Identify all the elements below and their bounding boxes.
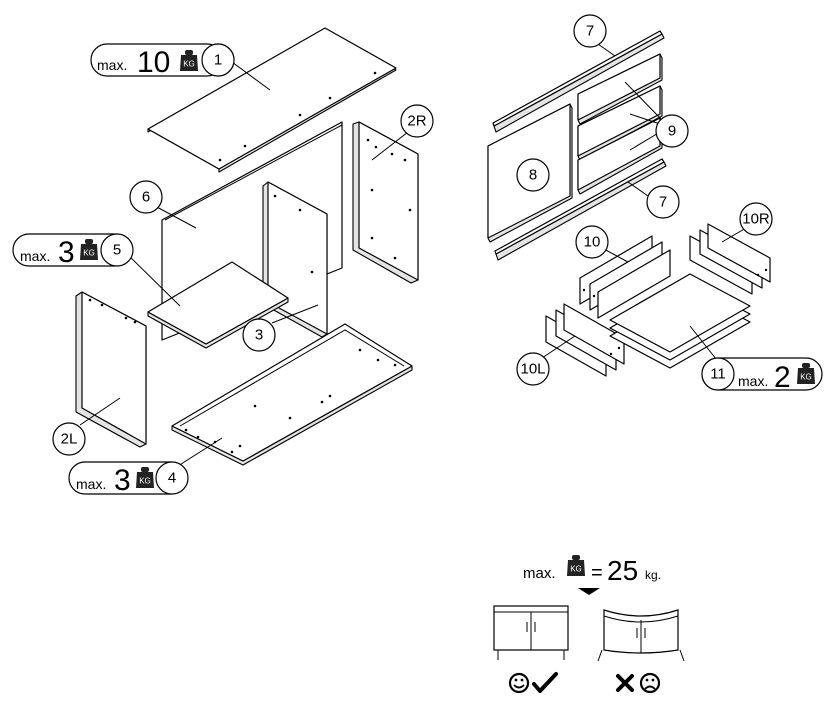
weight-icon: KG (567, 555, 585, 576)
top-panel-part-1 (147, 27, 397, 173)
svg-text:=: = (591, 562, 603, 584)
callout-part-10: 10 (575, 225, 609, 259)
cross-mark-icon (616, 674, 634, 692)
callout-part-8: 8 (516, 158, 550, 192)
smiley-face-icon (508, 672, 530, 694)
cabinet-overloaded (597, 609, 685, 662)
svg-text:kg.: kg. (645, 568, 661, 582)
callout-part-10R: 10R (739, 202, 773, 236)
svg-text:8: 8 (529, 167, 537, 184)
svg-text:9: 9 (668, 123, 676, 140)
down-arrow-icon (578, 588, 600, 595)
shelf-part-5 (147, 261, 289, 349)
svg-text:10: 10 (137, 46, 170, 79)
drawer-sides-part-10L (545, 303, 625, 377)
svg-text:10R: 10R (742, 211, 770, 228)
check-mark-icon (532, 672, 558, 693)
svg-text:2R: 2R (407, 113, 426, 130)
weight-icon: KG (180, 50, 198, 71)
svg-text:6: 6 (142, 189, 150, 206)
left-side-panel-part-2L (75, 291, 147, 448)
total-load-label: max. KG = 25 kg. (523, 555, 661, 586)
svg-text:KG: KG (139, 477, 151, 486)
rail-part-7-bottom (494, 158, 667, 261)
load-callout-part-11: 11 max. 2 KG (701, 357, 823, 394)
svg-text:KG: KG (183, 60, 195, 69)
weight-icon: KG (797, 363, 815, 384)
callout-part-2L: 2L (52, 422, 86, 456)
drawer-sides-part-10 (579, 235, 671, 319)
callout-part-10L: 10L (516, 352, 550, 386)
bottom-panel-part-4 (171, 323, 413, 466)
weight-icon: KG (80, 239, 98, 260)
drawer-bottoms-part-11 (609, 273, 751, 369)
svg-text:25: 25 (607, 555, 638, 586)
callout-part-2R: 2R (400, 104, 434, 138)
svg-text:7: 7 (586, 23, 594, 40)
svg-text:max.: max. (20, 248, 50, 264)
cabinet-correct-load (493, 605, 569, 660)
svg-text:11: 11 (710, 366, 726, 383)
svg-text:max.: max. (76, 476, 106, 492)
svg-text:3: 3 (114, 464, 131, 497)
svg-text:7: 7 (659, 194, 667, 211)
svg-text:max.: max. (738, 373, 768, 389)
callout-part-3: 3 (242, 318, 276, 352)
weight-icon: KG (136, 467, 154, 488)
svg-text:KG: KG (83, 249, 95, 258)
svg-text:KG: KG (570, 565, 582, 574)
svg-text:10: 10 (584, 234, 601, 251)
svg-text:2: 2 (774, 361, 791, 394)
svg-text:max.: max. (523, 565, 556, 582)
right-side-panel-part-2R (352, 121, 419, 284)
load-callout-part-1: max. 10 KG 1 (90, 43, 235, 79)
callout-part-7-bottom: 7 (646, 185, 680, 219)
load-callout-part-5: max. 3 KG 5 (12, 233, 134, 269)
drawer-fronts-part-9 (577, 53, 663, 195)
callout-part-9: 9 (655, 114, 689, 148)
svg-text:2L: 2L (61, 431, 78, 448)
svg-text:10L: 10L (520, 361, 545, 378)
svg-text:3: 3 (255, 327, 263, 344)
svg-text:5: 5 (113, 242, 121, 259)
sad-face-icon (639, 672, 661, 694)
svg-text:KG: KG (800, 373, 812, 382)
drawer-sides-part-10R (689, 223, 771, 295)
load-callout-part-4: max. 3 KG 4 (68, 461, 189, 497)
callout-part-7-top: 7 (573, 14, 607, 48)
rail-part-7-top (492, 30, 665, 133)
leader-lines-left (79, 61, 409, 467)
svg-text:max.: max. (97, 57, 127, 73)
callout-part-6: 6 (129, 180, 163, 214)
svg-text:4: 4 (168, 470, 176, 487)
svg-text:1: 1 (214, 52, 222, 69)
svg-text:3: 3 (58, 236, 75, 269)
